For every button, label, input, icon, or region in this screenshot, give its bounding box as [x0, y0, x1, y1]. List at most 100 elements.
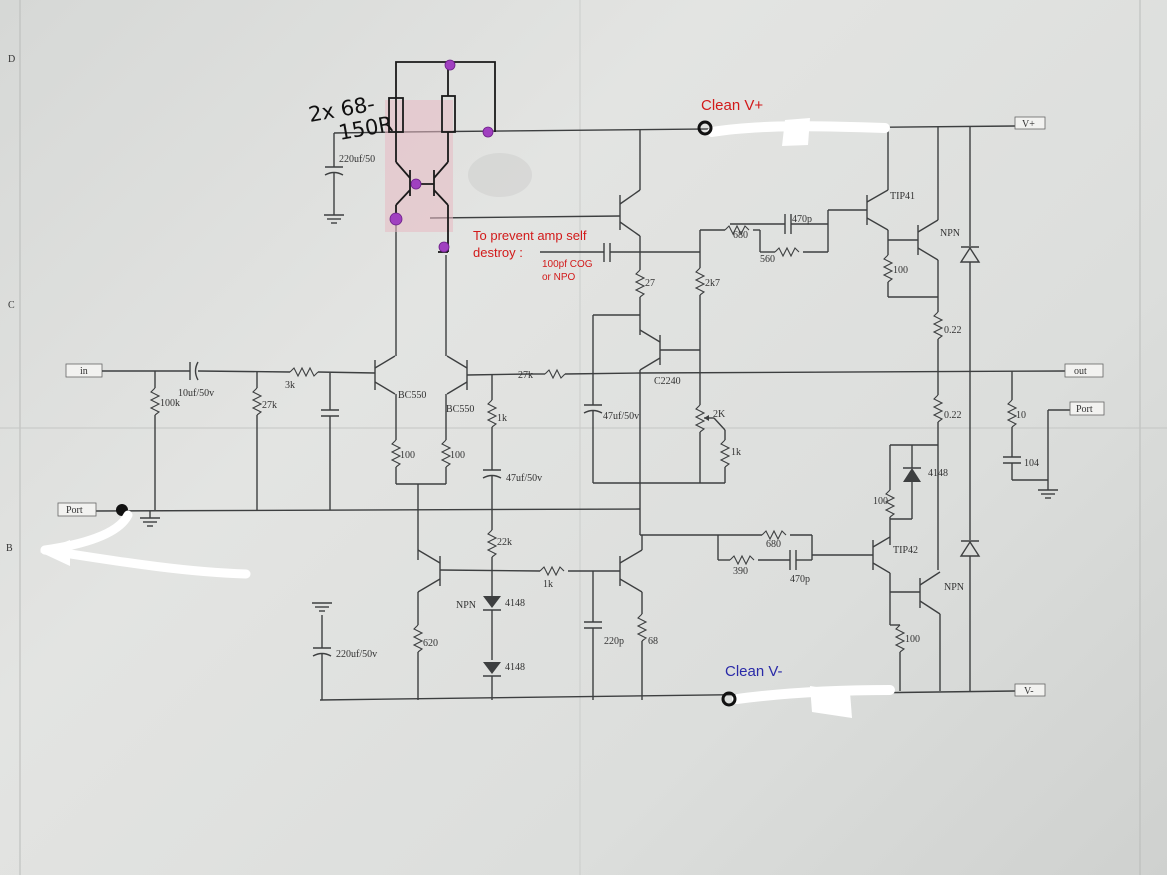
c-220-bot-label: 220uf/50v — [336, 649, 377, 660]
c-47-vbe-label: 47uf/50v — [603, 411, 639, 422]
resistor-68: 68 — [636, 592, 658, 700]
resistor-100-d: 100 — [873, 444, 938, 545]
resistor-27: 27 — [634, 269, 655, 335]
resistor-100k: 100k — [149, 371, 180, 510]
r-100k-label: 100k — [160, 398, 180, 409]
capacitor-shunt-in — [321, 373, 339, 510]
r-3k-label: 3k — [285, 380, 295, 391]
annotation-clean-vminus: Clean V- — [721, 663, 895, 718]
port-out-label: out — [1074, 366, 1087, 377]
resistor-100-top: 100 — [882, 230, 938, 298]
r-100-b-label: 100 — [450, 450, 465, 461]
r-1k-vbe-label: 1k — [731, 447, 741, 458]
r-1k-fb-label: 1k — [497, 413, 507, 424]
q-c2240-label: C2240 — [654, 376, 681, 387]
resistor-1k-fb: 1k — [486, 374, 507, 470]
r-2k7-label: 2k7 — [705, 278, 720, 289]
port-vplus-label: V+ — [1022, 119, 1035, 130]
capacitor-100pf-added — [540, 243, 700, 262]
clean-vplus-label: Clean V+ — [701, 97, 763, 114]
margin-letter-c: C — [8, 300, 15, 311]
r-022-top-label: 0.22 — [944, 325, 962, 336]
c-220p-label: 220p — [604, 636, 624, 647]
transistor-tail-npn — [417, 549, 541, 593]
q-bc550-b-label: BC550 — [446, 404, 474, 415]
r-1k-mid-label: 1k — [543, 579, 553, 590]
resistor-100-b: 100 — [396, 394, 465, 485]
r-27-label: 27 — [645, 278, 655, 289]
c-in-label: 10uf/50v — [178, 388, 214, 399]
q-bc550-a-label: BC550 — [398, 390, 426, 401]
resistor-022-top: 0.22 — [932, 260, 962, 395]
port-right-label: Port — [1076, 404, 1093, 415]
q-tip42-label: TIP42 — [893, 545, 918, 556]
margin-letter-b: B — [6, 543, 13, 554]
c-470p-top-label: 470p — [792, 214, 812, 225]
resistor-2k7: 2k7 — [694, 252, 720, 405]
transistor-top-source — [429, 130, 641, 270]
margin-letter-d: D — [8, 54, 15, 65]
port-left-label: Port — [66, 505, 83, 516]
resistor-100-a: 100 — [390, 394, 415, 484]
white-scribble-left — [40, 510, 251, 579]
r-27k-fb-label: 27k — [518, 370, 533, 381]
capacitor-47uf-vbe: 47uf/50v — [583, 314, 725, 484]
resistor-27k-in: 27k — [251, 372, 277, 510]
d-4148-a-label: 4148 — [505, 598, 525, 609]
transistor-vas — [619, 535, 643, 593]
rail-vplus: V+ — [399, 116, 1046, 133]
q-tip41-label: TIP41 — [890, 191, 915, 202]
transistor-npn-top: NPN — [888, 127, 960, 261]
flyback-diodes — [959, 127, 981, 691]
annotation-clean-vplus: Clean V+ — [697, 97, 890, 146]
zobel-bottom: 680 390 470p — [640, 529, 873, 585]
r-68-label: 68 — [648, 636, 658, 647]
npn-top-label: NPN — [940, 228, 960, 239]
transistor-c2240: C2240 — [639, 329, 700, 535]
c-470p-bot-label: 470p — [790, 574, 810, 585]
note-small2: or NPO — [542, 272, 576, 283]
c-220-top-label: 220uf/50 — [339, 154, 375, 165]
resistor-1k-vbe: 1k — [719, 430, 741, 483]
r-22k-label: 22k — [497, 537, 512, 548]
resistor-27k-fb: 27k — [518, 368, 641, 381]
transistor-bc550-b: BC550 — [446, 355, 531, 415]
d-4148-out-label: 4148 — [928, 468, 948, 479]
transistor-npn-bot: NPN — [890, 571, 964, 691]
npn-mid-label: NPN — [456, 600, 476, 611]
note-line2: destroy : — [473, 245, 523, 260]
zobel-top: 680 470p 560 — [699, 209, 867, 265]
r-560-label: 560 — [760, 254, 775, 265]
r-100-a-label: 100 — [400, 450, 415, 461]
output-line: out — [639, 363, 1104, 378]
purple-nodes — [389, 59, 494, 253]
capacitor-220uf-bottom: 220uf/50v — [312, 602, 377, 700]
r-100-bot-label: 100 — [905, 634, 920, 645]
resistor-22k: 22k — [486, 529, 512, 570]
r-2k-label: 2K — [713, 409, 726, 420]
npn-bot-label: NPN — [944, 582, 964, 593]
diodes-4148-stack: 4148 4148 NPN — [456, 570, 525, 700]
zobel-output: Port 10 104 — [1003, 371, 1105, 499]
resistor-100-bot: 100 — [890, 624, 920, 691]
resistor-1k-mid: 1k — [539, 565, 620, 590]
c-104-label: 104 — [1024, 458, 1039, 469]
r-10-label: 10 — [1016, 410, 1026, 421]
paper-smudge — [468, 153, 532, 197]
port-in-label: in — [80, 366, 88, 377]
r-27k-in-label: 27k — [262, 400, 277, 411]
trimmer-2k: 2K — [694, 404, 726, 483]
ground-line — [94, 508, 641, 512]
input-port: in — [65, 363, 190, 378]
r-680-bot-label: 680 — [766, 539, 781, 550]
input-capacitor: 10uf/50v — [178, 361, 291, 399]
resistor-022-bot: 0.22 — [932, 394, 962, 570]
capacitor-47uf-fb: 47uf/50v — [482, 469, 542, 530]
transistor-tip41: TIP41 — [866, 127, 915, 231]
r-390-label: 390 — [733, 566, 748, 577]
clean-vminus-label: Clean V- — [725, 663, 783, 680]
r-022-bot-label: 0.22 — [944, 410, 962, 421]
port-left: Port — [57, 502, 160, 527]
transistor-bc550-a: BC550 — [374, 355, 426, 401]
